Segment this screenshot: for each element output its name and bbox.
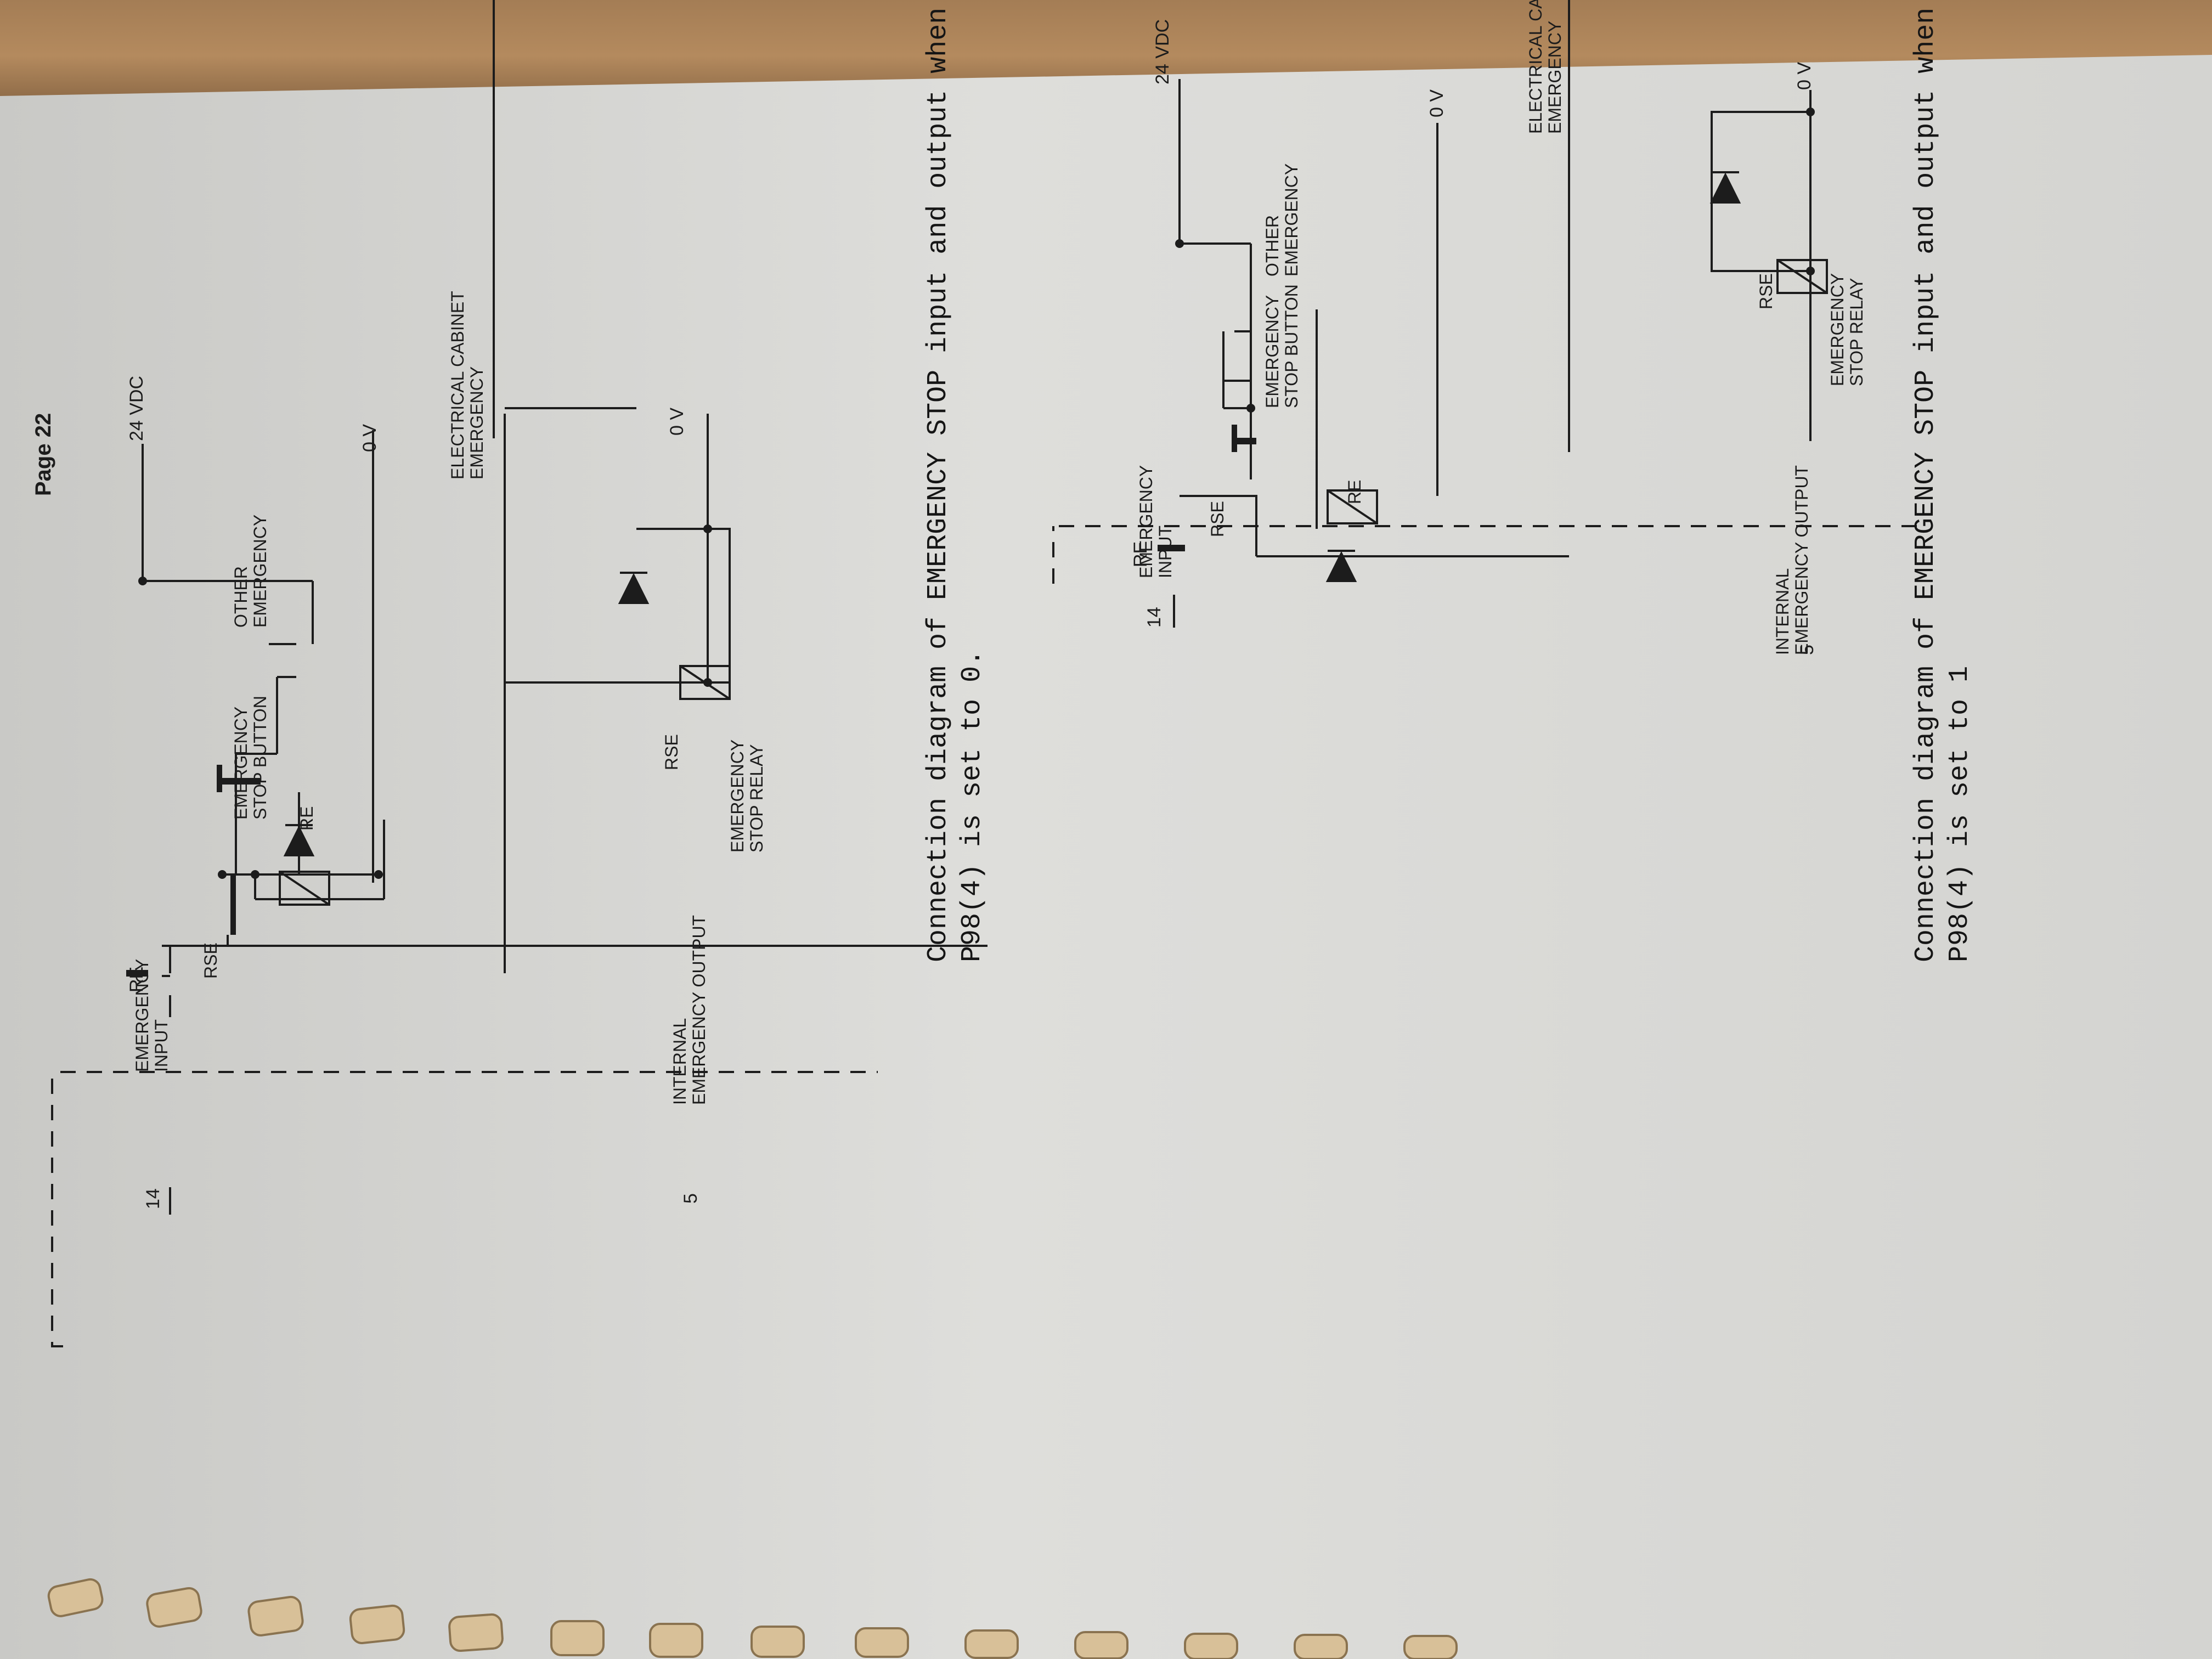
zero-volt-label: 0 V [1794, 61, 1815, 90]
junction-dot [703, 524, 712, 533]
zero-volt-label: 0 V [1426, 89, 1447, 117]
junction-dot [218, 870, 227, 879]
re-relay-label: RE [1345, 479, 1364, 504]
rse-relay-coil [679, 665, 731, 700]
estop-button-label: STOP BUTTON [1282, 284, 1301, 408]
estop-button-label: EMERGENCY [1262, 295, 1282, 408]
junction-dot [1246, 404, 1255, 413]
other-emergency-label: EMERGENCY [1282, 163, 1301, 276]
caption-bottom-line-2: P98(4) is set to 1 [1944, 665, 1976, 962]
paper-sheet [0, 55, 2212, 1659]
rse-contact-label: RSE [1207, 501, 1227, 537]
circuit-diagram-top [51, 0, 988, 1347]
junction-dot [703, 678, 712, 687]
supply-label: 24 VDC [1152, 19, 1173, 84]
diode-symbol [1325, 551, 1357, 582]
junction-dot [138, 577, 147, 585]
junction-dot [1806, 267, 1815, 275]
junction-dot [251, 870, 259, 879]
re-contact-label: RE [1130, 541, 1151, 567]
re-relay-coil [1327, 489, 1378, 524]
rse-relay-coil [1776, 259, 1828, 294]
rse-relay-coil [1776, 259, 1828, 294]
re-relay-coil [1327, 489, 1378, 524]
cabinet-label: EMERGENCY [1545, 20, 1565, 134]
cabinet-label: ELECTRICAL CABINET [1526, 0, 1545, 134]
cabinet-dashed-border [51, 1072, 63, 1347]
terminal-14-label: 14 [1144, 607, 1165, 628]
internal-output-label: EMERGENCY OUTPUT [1792, 465, 1812, 655]
junction-dot [1806, 108, 1815, 116]
internal-output-label: INTERNAL [1773, 568, 1792, 655]
emergency-stop-relay-label: STOP RELAY [1847, 278, 1866, 386]
diode-symbol [618, 573, 650, 604]
other-emergency-label: OTHER [1262, 215, 1282, 276]
caption-bottom-line-1: Connection diagram of EMERGENCY STOP inp… [1910, 7, 1942, 962]
re-relay-coil [279, 871, 330, 906]
wire [1711, 111, 1810, 272]
junction-dot [1175, 239, 1184, 248]
emergency-input-label: INPUT [1155, 526, 1175, 578]
wire [162, 0, 988, 947]
junction-dot [374, 870, 383, 879]
diode-symbol [1709, 172, 1741, 204]
emergency-stop-relay-label: EMERGENCY [1827, 273, 1847, 386]
wire [1180, 495, 1257, 556]
rse-relay-label: RSE [1756, 273, 1776, 309]
